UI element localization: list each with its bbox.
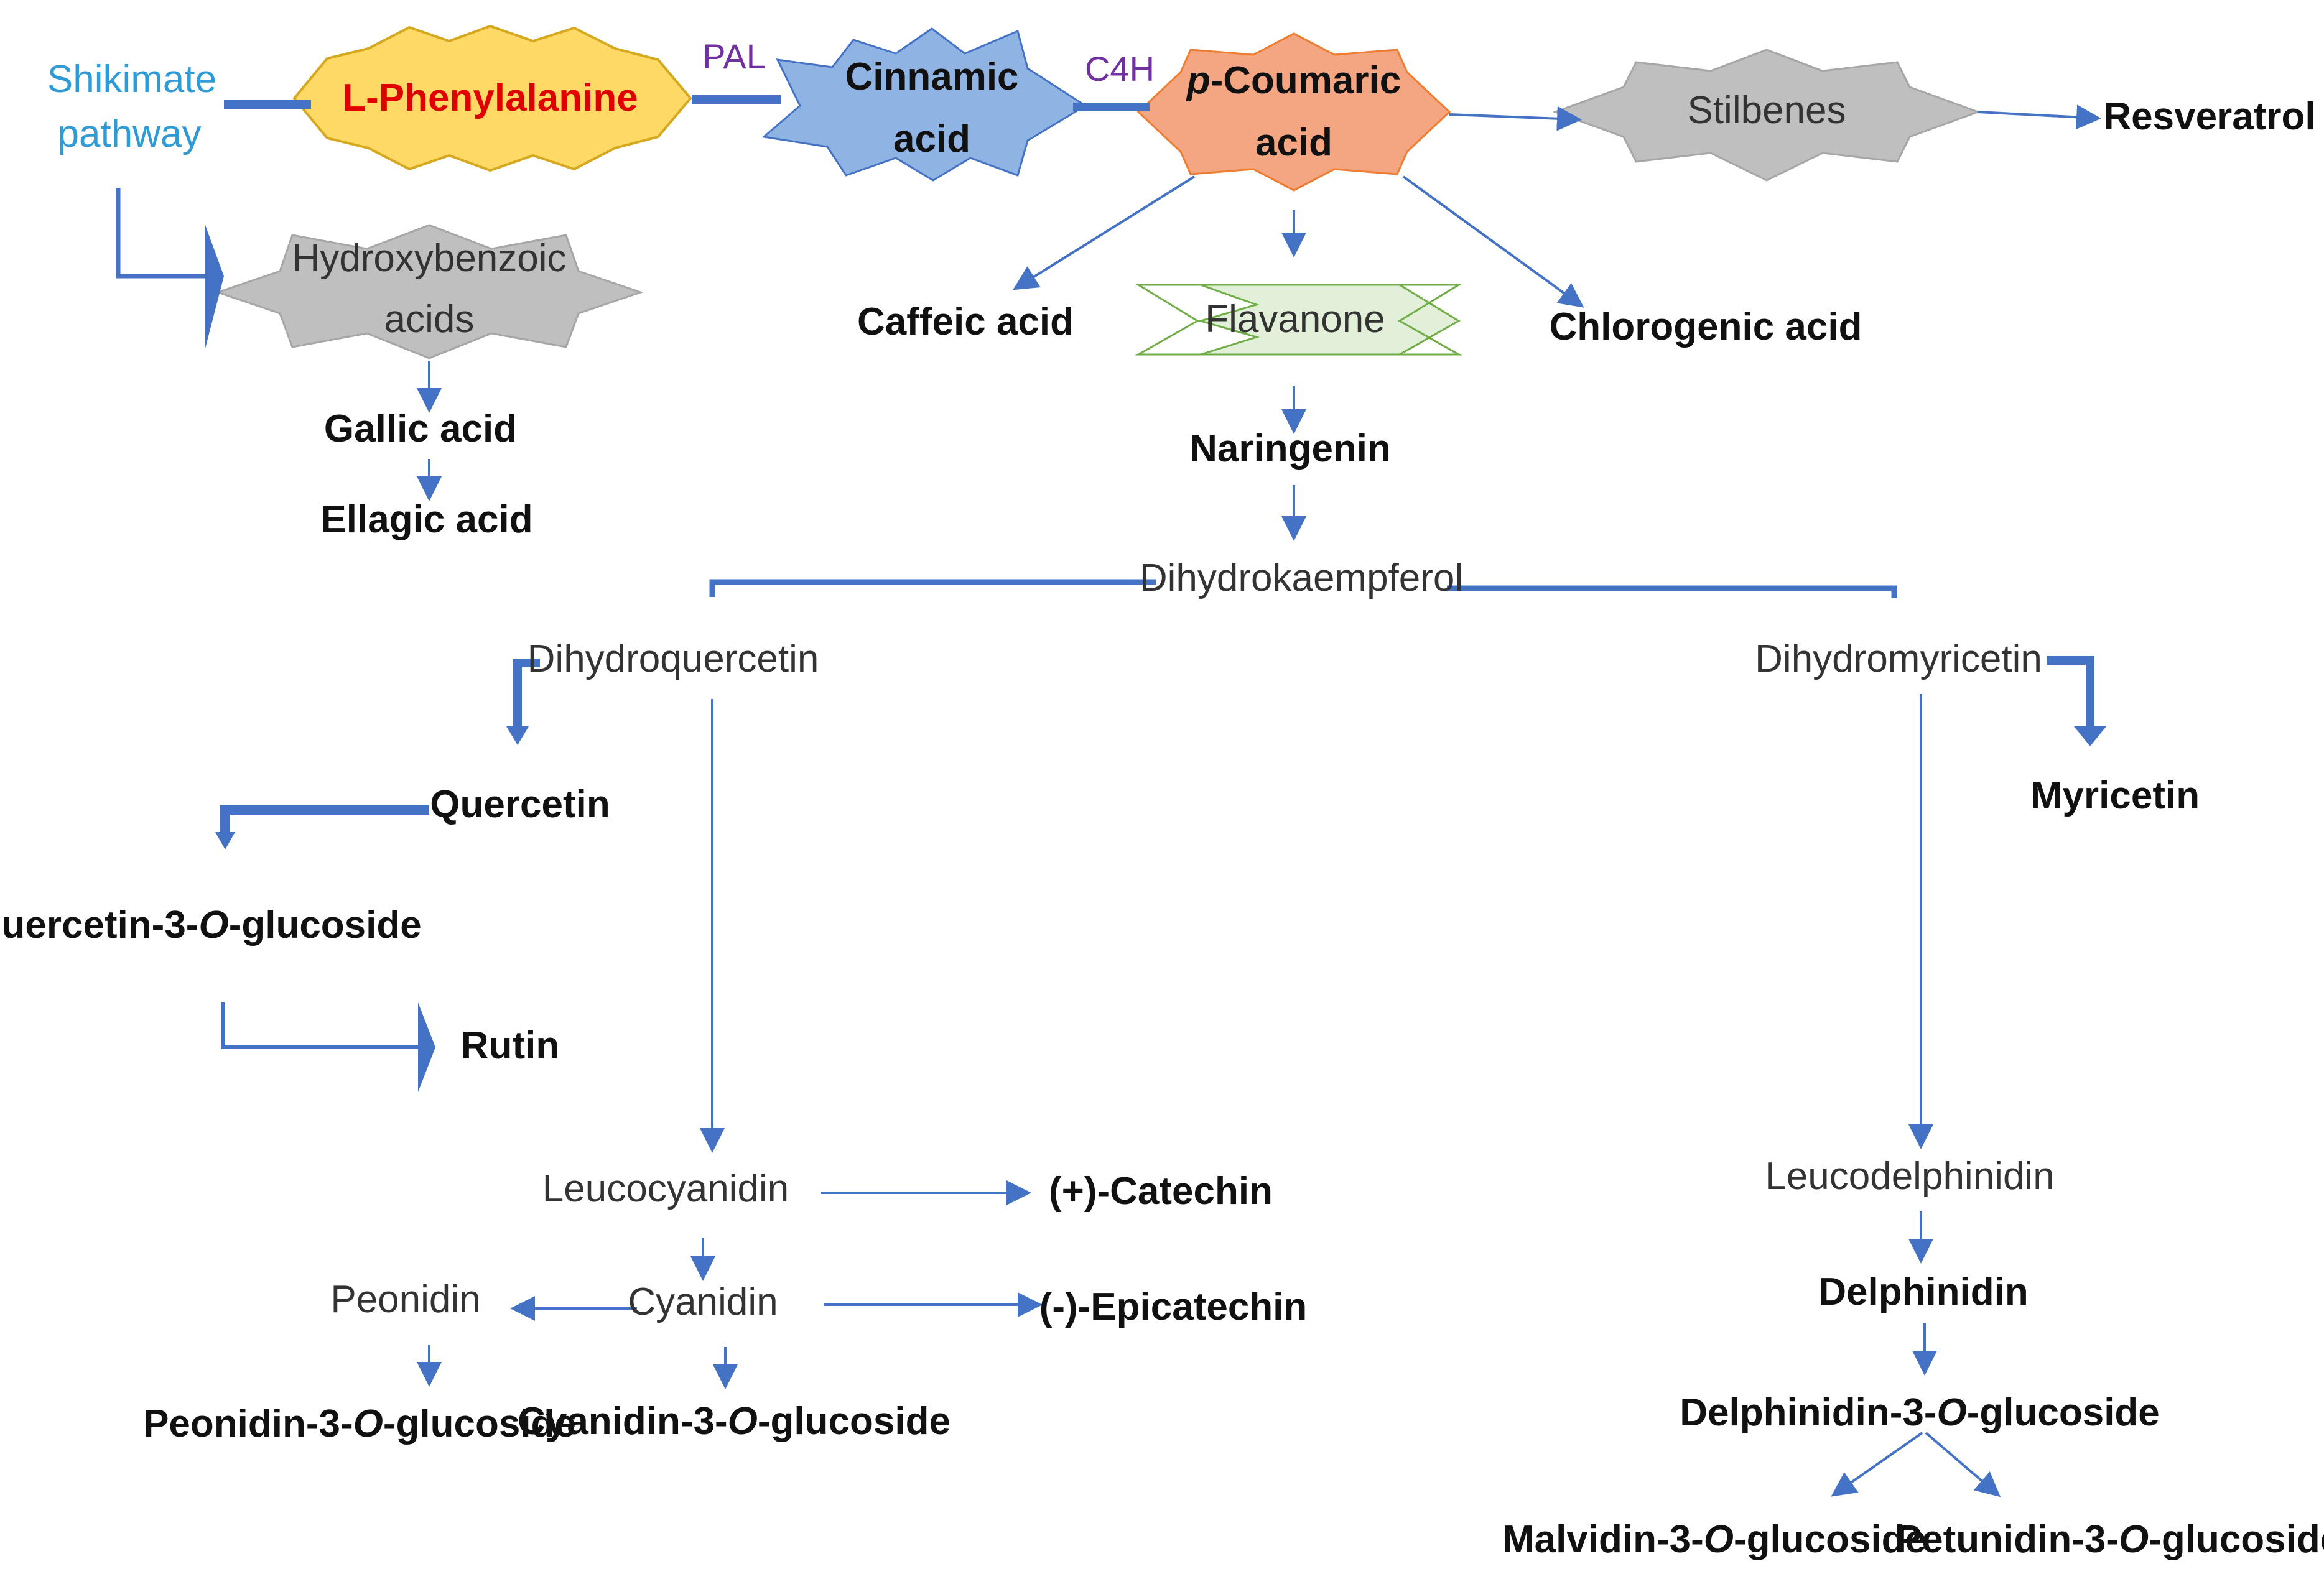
cinnamic-acid-label-line2: acid	[893, 118, 970, 160]
q3g-to-rutin-connector	[221, 1002, 421, 1049]
cinnamic-acid-shape	[761, 27, 1087, 182]
d3g-to-petunidin-connector	[1925, 1432, 2001, 1498]
p3g-prefix: Peonidin-3-	[143, 1402, 353, 1445]
pt3g-prefix: Petunidin-3-	[1896, 1518, 2119, 1561]
p-coumaric-acid-shape	[1136, 32, 1451, 192]
dihydrokaempferol-to-dihydroquercetin-connector	[709, 579, 1156, 597]
p-coumaric-acid-label-line2: acid	[1255, 121, 1332, 164]
pt3g-o: O	[2119, 1518, 2149, 1561]
q3g-o: O	[198, 904, 228, 947]
c3g-o: O	[728, 1400, 758, 1443]
dihydromyricetin-label: Dihydromyricetin	[1755, 637, 2042, 680]
caffeic-acid-label: Caffeic acid	[857, 300, 1074, 343]
p-coumaric-acid-node	[1136, 32, 1451, 192]
gallic-acid-label: Gallic acid	[324, 407, 517, 450]
stilbenes-shape	[1552, 49, 1981, 182]
p-coumaric-main: -Coumaric	[1211, 59, 1401, 102]
chlorogenic-acid-label: Chlorogenic acid	[1550, 305, 1862, 348]
m3g-suffix: -glucoside	[1734, 1518, 1927, 1561]
labels: Shikimate pathway L-Phenylalanine PAL Ci…	[0, 37, 2324, 1561]
m3g-o: O	[1704, 1518, 1734, 1561]
m3g-prefix: Malvidin-3-	[1502, 1518, 1704, 1561]
stilbenes-label: Stilbenes	[1687, 89, 1846, 132]
naringenin-label: Naringenin	[1189, 427, 1391, 470]
dihydromyricetin-to-myricetin-connector	[2047, 656, 2094, 728]
flavanone-label: Flavanone	[1205, 298, 1385, 341]
c4h-enzyme-label: C4H	[1085, 49, 1155, 88]
stilbenes-to-resveratrol-connector	[1978, 104, 2101, 130]
dihydrokaempferol-to-dihydromyricetin-connector	[1447, 585, 1897, 598]
peonidin-3-o-glucoside-label: Peonidin-3-O-glucoside	[143, 1402, 576, 1445]
epicatechin-label: (-)-Epicatechin	[1039, 1285, 1308, 1328]
p-coumaric-acid-label-line1: p-Coumaric	[1186, 59, 1401, 102]
peonidin-label: Peonidin	[330, 1278, 480, 1321]
coumaric-to-stilbenes-connector	[1449, 106, 1582, 131]
leucodelphinidin-label: Leucodelphinidin	[1765, 1155, 2054, 1198]
quercetin-to-q3g-arrowhead	[215, 832, 235, 849]
quercetin-to-q3g-connector	[220, 805, 429, 835]
ellagic-acid-label: Ellagic acid	[320, 498, 532, 541]
d3g-suffix: -glucoside	[1967, 1391, 2160, 1434]
flavanone-node	[1135, 284, 1462, 356]
phenylalanine-shape	[292, 24, 692, 172]
shikimate-to-hydroxybenzoic-arrowhead	[205, 225, 224, 348]
p3g-suffix: -glucoside	[383, 1402, 576, 1445]
catechin-label: (+)-Catechin	[1049, 1170, 1273, 1213]
quercetin-label: Quercetin	[430, 783, 610, 826]
pal-enzyme-label: PAL	[702, 37, 766, 76]
cinnamic-acid-node	[761, 27, 1087, 182]
c3g-prefix: Cyanidin-3-	[518, 1400, 728, 1443]
coumaric-to-chlorogenic-connector	[1402, 175, 1584, 308]
dihydrokaempferol-label: Dihydrokaempferol	[1140, 557, 1463, 600]
dihydroquercetin-to-quercetin-arrowhead	[506, 726, 529, 745]
coumaric-to-caffeic-connector	[1013, 175, 1196, 290]
d3g-to-malvidin-connector	[1831, 1432, 1923, 1497]
shikimate-label-line2: pathway	[58, 113, 202, 155]
flavanone-shape-outline	[1135, 284, 1462, 356]
delphinidin-3-o-glucoside-label: Delphinidin-3-O-glucoside	[1680, 1391, 2160, 1434]
q3g-to-rutin-arrowhead	[418, 1002, 435, 1092]
cyanidin-label: Cyanidin	[628, 1280, 778, 1323]
cinnamic-acid-label-line1: Cinnamic	[845, 55, 1018, 98]
connectors	[116, 95, 2106, 1498]
myricetin-label: Myricetin	[2030, 774, 2200, 817]
shikimate-to-hydroxybenzoic-connector	[116, 188, 210, 279]
petunidin-3-o-glucoside-label: Petunidin-3-O-glucoside	[1896, 1518, 2324, 1561]
q3g-suffix: -glucoside	[229, 904, 422, 947]
dihydroquercetin-to-quercetin-connector	[513, 659, 540, 728]
phenylalanine-node	[292, 24, 692, 172]
rutin-label: Rutin	[461, 1024, 559, 1067]
shikimate-label-line1: Shikimate	[47, 58, 216, 101]
malvidin-3-o-glucoside-label: Malvidin-3-O-glucoside	[1502, 1518, 1927, 1561]
d3g-o: O	[1937, 1391, 1967, 1434]
phenylalanine-label: L-Phenylalanine	[342, 76, 638, 119]
c3g-suffix: -glucoside	[758, 1400, 951, 1443]
cyanidin-3-o-glucoside-label: Cyanidin-3-O-glucoside	[518, 1400, 951, 1443]
delphinidin-label: Delphinidin	[1818, 1271, 2029, 1313]
pt3g-suffix: -glucoside	[2149, 1518, 2324, 1561]
hydroxybenzoic-acids-label-line1: Hydroxybenzoic	[292, 237, 566, 280]
resveratrol-label: Resveratrol	[2103, 95, 2315, 138]
q3g-prefix: Quercetin-3-	[0, 904, 198, 947]
dihydroquercetin-label: Dihydroquercetin	[528, 637, 819, 680]
leucocyanidin-label: Leucocyanidin	[542, 1167, 789, 1210]
stilbenes-node	[1552, 49, 1981, 182]
p3g-o: O	[353, 1402, 383, 1445]
p-coumaric-prefix: p	[1186, 59, 1211, 102]
hydroxybenzoic-acids-label-line2: acids	[384, 298, 475, 341]
dihydromyricetin-to-myricetin-arrowhead	[2074, 726, 2106, 746]
quercetin-3-o-glucoside-label: Quercetin-3-O-glucoside	[0, 904, 422, 947]
d3g-prefix: Delphinidin-3-	[1680, 1391, 1936, 1434]
